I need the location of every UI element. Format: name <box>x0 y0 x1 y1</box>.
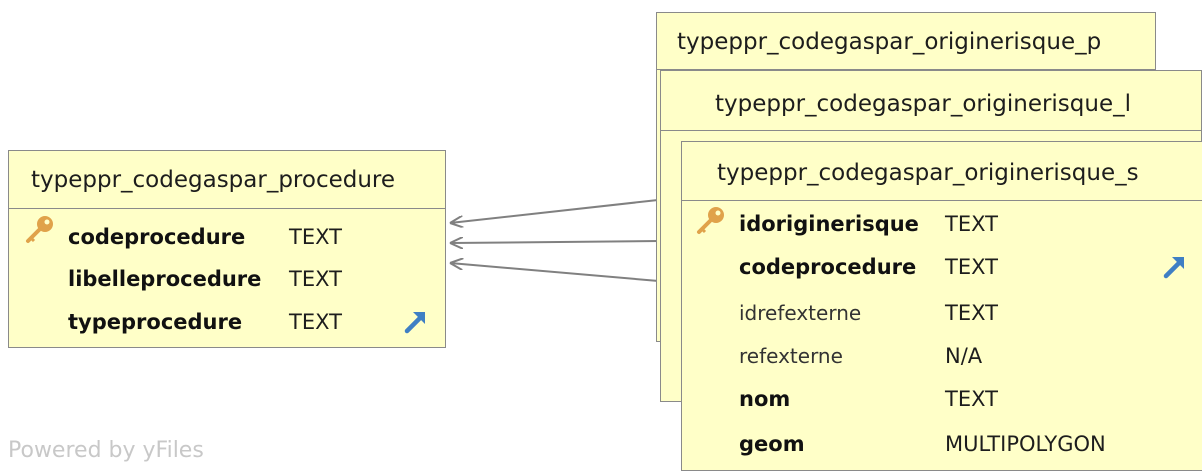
column-type: TEXT <box>945 301 998 325</box>
key-icon <box>697 207 724 234</box>
edge-originerisque-p-to-procedure <box>450 199 659 223</box>
column-name: nom <box>739 387 791 411</box>
column-name: refexterne <box>739 344 843 368</box>
column-name: codeprocedure <box>68 225 246 249</box>
column-type: TEXT <box>289 225 342 249</box>
table-originerisque-s[interactable]: typeppr_codegaspar_originerisque_s idori… <box>681 141 1202 471</box>
relationship-edges <box>0 199 683 284</box>
table-title: typeppr_codegaspar_originerisque_l <box>661 71 1201 131</box>
column-name: libelleprocedure <box>68 267 262 291</box>
column-name: codeprocedure <box>739 255 917 279</box>
column-name: idoriginerisque <box>739 212 919 236</box>
foreign-key-arrow-icon[interactable] <box>1160 252 1190 282</box>
edge-originerisque-l-to-procedure <box>450 241 661 243</box>
edge-originerisque-s-to-procedure <box>450 263 683 284</box>
column-type: TEXT <box>289 310 342 334</box>
column-name: typeprocedure <box>68 310 243 334</box>
watermark: Powered by yFiles <box>8 438 204 463</box>
column-type: TEXT <box>945 255 998 279</box>
table-title: typeppr_codegaspar_originerisque_p <box>657 13 1155 70</box>
column-type: TEXT <box>945 212 998 236</box>
table-procedure[interactable]: typeppr_codegaspar_procedure codeprocedu… <box>8 150 446 348</box>
column-type: TEXT <box>289 267 342 291</box>
foreign-key-arrow-icon[interactable] <box>401 307 431 337</box>
column-name: idrefexterne <box>739 301 862 325</box>
table-title: typeppr_codegaspar_originerisque_s <box>682 142 1202 201</box>
table-title: typeppr_codegaspar_procedure <box>9 151 445 209</box>
column-name: geom <box>739 432 805 456</box>
column-type: N/A <box>945 344 983 368</box>
column-type: MULTIPOLYGON <box>945 432 1106 456</box>
key-icon <box>26 216 53 243</box>
column-type: TEXT <box>945 387 998 411</box>
